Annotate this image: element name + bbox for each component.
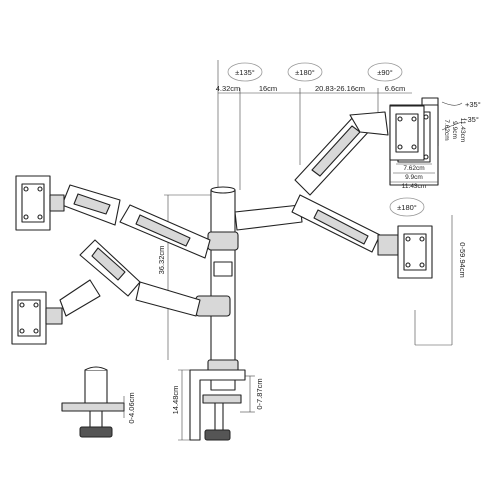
central-pole [195, 186, 239, 391]
rotation-badge-180-top: ±180° [287, 62, 323, 82]
left-top-vesa-plate [15, 175, 65, 231]
rotation-badge-135: ±135° [227, 62, 263, 82]
vesa-side-2: 9.9cm [451, 121, 458, 139]
right-bottom-vesa-plate [377, 225, 433, 279]
grommet-detail: 0-4.06cm [61, 366, 136, 438]
svg-text:±180°: ±180° [397, 203, 417, 212]
desk-thickness-dimension: 0-7.87cm [240, 375, 264, 413]
svg-text:14.48cm: 14.48cm [171, 386, 180, 415]
vesa-side-1: 7.62cm [443, 119, 450, 140]
arm-extension-label: 20.83-26.16cm [315, 84, 365, 93]
svg-text:0-7.87cm: 0-7.87cm [255, 378, 264, 409]
rotation-badge-180-lower: ±180° [389, 197, 425, 217]
left-bottom-vesa-plate [11, 291, 63, 345]
svg-text:36.32cm: 36.32cm [157, 246, 166, 275]
left-lower-arm [59, 239, 201, 317]
vesa-small-height: 9.9cm [405, 174, 423, 181]
vesa-large-width: 11.43cm [402, 183, 426, 190]
total-height-dimension: 0-59.94cm [414, 215, 467, 346]
svg-text:±90°: ±90° [377, 68, 392, 77]
right-upper-arm [234, 111, 389, 231]
pole-height-dimension: 36.32cm [157, 194, 215, 360]
rotation-badge-90: ±90° [367, 62, 403, 82]
vesa-small-width: 7.62cm [403, 165, 424, 172]
vesa-side-3: 11.43cm [459, 118, 466, 142]
svg-text:0-59.94cm: 0-59.94cm [458, 242, 467, 277]
arm-segment-label: 16cm [259, 84, 277, 93]
tilt-down-label: -35° [465, 115, 479, 124]
svg-text:±135°: ±135° [235, 68, 255, 77]
left-upper-arm [61, 184, 211, 259]
head-offset-label: 6.6cm [385, 84, 405, 93]
right-top-vesa-plate [389, 105, 425, 161]
svg-text:±180°: ±180° [295, 68, 315, 77]
offset-pole-label: 4.32cm [216, 84, 241, 93]
desk-clamp [189, 369, 246, 441]
top-dimension-line: 4.32cm 16cm 20.83-26.16cm 6.6cm [216, 60, 412, 190]
tilt-up-label: +35° [465, 100, 481, 109]
svg-text:0-4.06cm: 0-4.06cm [127, 392, 136, 423]
right-lower-arm [291, 194, 381, 253]
